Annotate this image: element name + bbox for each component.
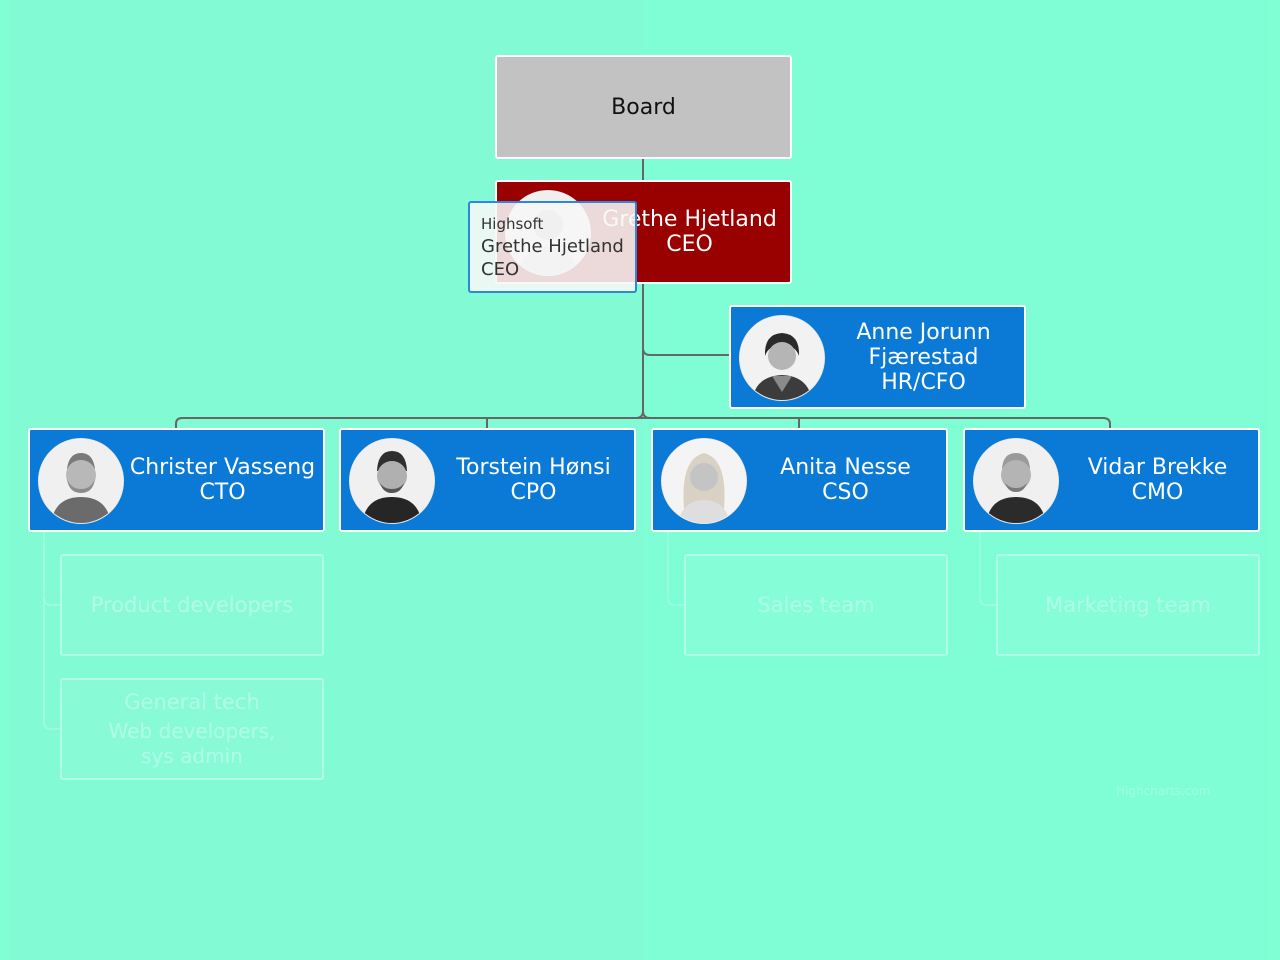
hr-avatar [739, 315, 825, 401]
cpo-name: Torstein Hønsi [456, 455, 611, 480]
cso-name: Anita Nesse [780, 455, 911, 480]
cpo-avatar [349, 438, 435, 524]
cso-node[interactable]: Anita Nesse CSO [651, 428, 948, 532]
cto-avatar [38, 438, 124, 524]
connector-cmo-marketing [979, 531, 997, 606]
connector-cmo [1102, 417, 1111, 429]
node-tooltip: Highsoft Grethe Hjetland CEO [468, 201, 637, 293]
connector-trunk-join [635, 410, 651, 419]
cso-title: CSO [822, 480, 869, 505]
product-developers-node[interactable]: Product developers [60, 554, 324, 656]
hr-node[interactable]: Anne Jorunn Fjærestad HR/CFO [729, 305, 1026, 409]
marketing-team-label: Marketing team [1045, 592, 1211, 617]
cmo-name: Vidar Brekke [1087, 455, 1228, 480]
general-tech-description: Web developers, sys admin [108, 718, 276, 768]
cmo-title: CMO [1131, 480, 1184, 505]
person-photo-icon [39, 439, 123, 523]
connector-cto [175, 417, 183, 429]
product-developers-label: Product developers [90, 592, 294, 617]
cto-title: CTO [199, 480, 246, 505]
tooltip-company: Highsoft [481, 215, 544, 233]
general-tech-node[interactable]: General tech Web developers, sys admin [60, 678, 324, 780]
connector-cto-product-devs [43, 531, 61, 606]
tooltip-name: Grethe Hjetland [481, 236, 624, 257]
cmo-avatar [973, 438, 1059, 524]
cmo-node[interactable]: Vidar Brekke CMO [963, 428, 1260, 532]
person-photo-icon [974, 439, 1058, 523]
hr-title: HR/CFO [881, 369, 966, 395]
credits-link[interactable]: Highcharts.com [1116, 784, 1211, 798]
connector-cso-sales [667, 531, 685, 606]
hr-name-line2: Fjærestad [868, 344, 979, 370]
person-photo-icon [350, 439, 434, 523]
cso-avatar [661, 438, 747, 524]
sales-team-label: Sales team [757, 592, 875, 617]
board-node[interactable]: Board [495, 55, 792, 159]
cpo-title: CPO [510, 480, 557, 505]
cto-node[interactable]: Christer Vasseng CTO [28, 428, 325, 532]
cpo-node[interactable]: Torstein Hønsi CPO [339, 428, 636, 532]
hr-name-line1: Anne Jorunn [856, 319, 991, 345]
person-photo-icon [740, 316, 824, 400]
general-tech-label: General tech [124, 689, 260, 714]
sales-team-node[interactable]: Sales team [684, 554, 948, 656]
tooltip-title: CEO [481, 259, 520, 280]
marketing-team-node[interactable]: Marketing team [996, 554, 1260, 656]
ceo-title: CEO [666, 232, 713, 257]
connector-cto-general-tech [43, 598, 61, 730]
board-label: Board [611, 94, 676, 120]
cto-name: Christer Vasseng [129, 455, 316, 480]
connector-hr [642, 347, 731, 356]
person-photo-icon [662, 439, 746, 523]
